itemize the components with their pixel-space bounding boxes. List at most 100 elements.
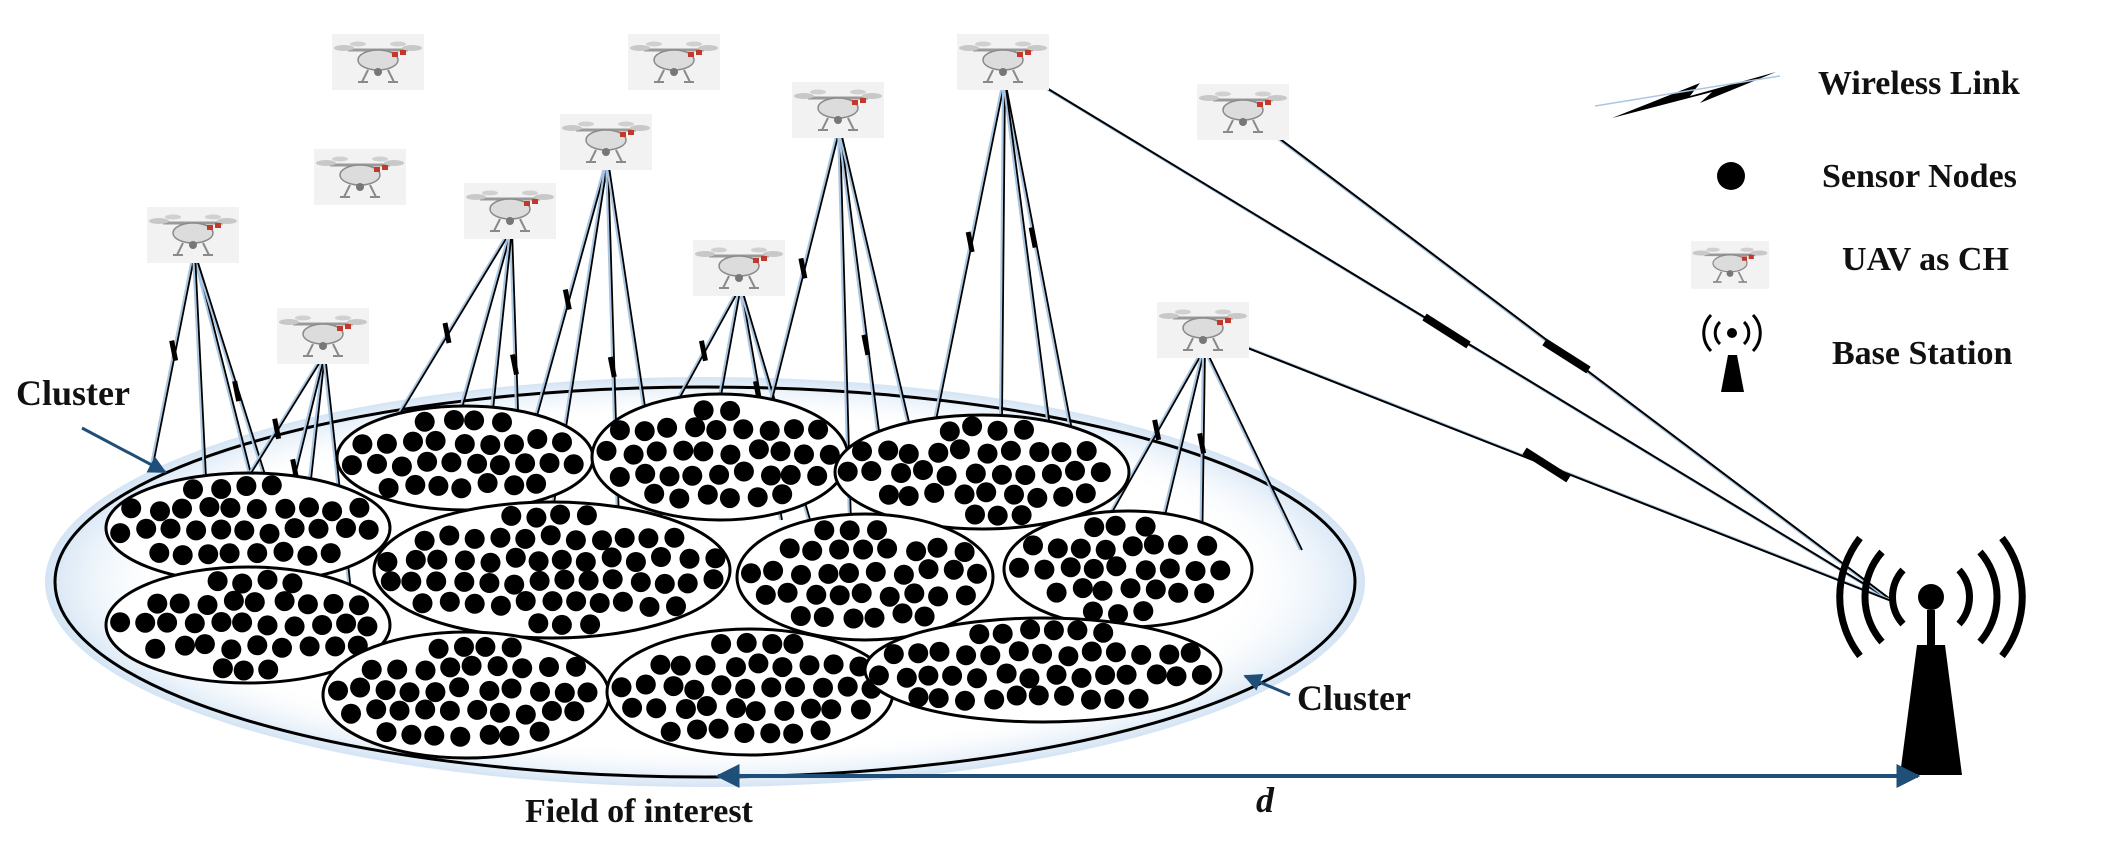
sensor-node bbox=[772, 484, 793, 505]
sensor-node bbox=[475, 636, 496, 657]
sensor-node bbox=[646, 698, 667, 719]
sensor-node bbox=[829, 539, 850, 560]
sensor-node bbox=[843, 608, 864, 629]
sensor-node bbox=[284, 616, 305, 637]
sensor-node bbox=[996, 663, 1017, 684]
clusters-layer bbox=[104, 392, 1254, 760]
cluster-pointer-right bbox=[1243, 674, 1291, 697]
sensor-node bbox=[852, 441, 872, 462]
sensor-node bbox=[783, 633, 804, 654]
sensor-node bbox=[735, 678, 756, 699]
sensor-node bbox=[367, 453, 387, 474]
sensor-node bbox=[726, 698, 747, 718]
sensor-node bbox=[635, 463, 656, 484]
sensor-node bbox=[232, 573, 253, 594]
sensor-node bbox=[696, 696, 717, 716]
sensor-node bbox=[1081, 641, 1102, 662]
sensor-node bbox=[904, 583, 925, 604]
sensor-node bbox=[1095, 665, 1116, 685]
sensor-node bbox=[490, 595, 511, 616]
uav-node-link bbox=[999, 79, 1004, 421]
sensor-node bbox=[763, 560, 784, 581]
sensor-node bbox=[1128, 688, 1149, 709]
sensor-node bbox=[891, 463, 912, 483]
sensor-node bbox=[898, 443, 919, 464]
sensor-node bbox=[233, 660, 254, 681]
sensor-node bbox=[299, 636, 320, 657]
sensor-node bbox=[541, 700, 562, 721]
sensor-node bbox=[417, 451, 438, 472]
sensor-node bbox=[736, 632, 757, 653]
sensor-node bbox=[426, 571, 447, 592]
sensor-node bbox=[819, 444, 840, 465]
sensor-node bbox=[829, 585, 850, 606]
sensor-node bbox=[211, 519, 232, 540]
sensor-node bbox=[444, 410, 464, 430]
sensor-node bbox=[770, 441, 791, 462]
sensor-node bbox=[512, 658, 533, 679]
sensor-node bbox=[682, 465, 703, 486]
sensor-node bbox=[1084, 517, 1105, 538]
sensor-node bbox=[375, 680, 396, 701]
sensor-node bbox=[219, 543, 240, 564]
cluster bbox=[735, 512, 995, 642]
sensor-node bbox=[501, 505, 522, 526]
sensor-node bbox=[1122, 536, 1143, 557]
sensor-node bbox=[504, 475, 525, 496]
sensor-node bbox=[566, 656, 586, 677]
sensor-node bbox=[325, 636, 346, 657]
sensor-node bbox=[1014, 419, 1034, 440]
sensor-node bbox=[479, 573, 500, 593]
sensor-node bbox=[439, 591, 460, 612]
sensor-node bbox=[785, 677, 805, 698]
sensor-node bbox=[759, 420, 780, 441]
sensor-node bbox=[273, 541, 294, 562]
sensor-node bbox=[1146, 664, 1167, 685]
sensor-node bbox=[821, 699, 842, 720]
sensor-node bbox=[352, 434, 373, 455]
sensor-node bbox=[663, 676, 684, 697]
sensor-node bbox=[247, 543, 268, 564]
sensor-node bbox=[246, 499, 267, 519]
sensor-node bbox=[1011, 505, 1032, 526]
sensor-node bbox=[1047, 538, 1068, 559]
cluster bbox=[321, 630, 611, 760]
sensor-node bbox=[341, 703, 361, 724]
sensor-node bbox=[515, 528, 536, 549]
sensor-node bbox=[529, 721, 550, 742]
sensor-node bbox=[669, 488, 690, 509]
sensor-node bbox=[312, 615, 333, 635]
sensor-node bbox=[801, 698, 821, 719]
sensor-node bbox=[211, 479, 232, 499]
sensor-node bbox=[1070, 538, 1091, 559]
sensor-node bbox=[949, 439, 970, 460]
sensor-node bbox=[1197, 535, 1218, 556]
link-bolt bbox=[442, 322, 452, 344]
sensor-node bbox=[644, 483, 665, 504]
sensor-node bbox=[186, 520, 207, 541]
sensor-node bbox=[711, 634, 732, 654]
sensor-node bbox=[1020, 619, 1041, 640]
sensor-node bbox=[490, 527, 511, 548]
sensor-node bbox=[839, 520, 860, 541]
sensor-node bbox=[936, 465, 957, 486]
sensor-node bbox=[401, 724, 422, 745]
sensor-node bbox=[747, 487, 768, 508]
sensor-node bbox=[850, 699, 871, 720]
sensor-node bbox=[479, 680, 500, 701]
sensor-node bbox=[427, 549, 448, 570]
uav-node-link bbox=[192, 252, 251, 479]
sensor-node bbox=[401, 571, 422, 592]
distance-label: d bbox=[1256, 780, 1275, 820]
sensor-node bbox=[349, 595, 369, 616]
sensor-node bbox=[733, 461, 754, 482]
sensor-node bbox=[976, 482, 997, 503]
sensor-node bbox=[650, 654, 671, 675]
sensor-node bbox=[892, 603, 913, 624]
sensor-node bbox=[1093, 622, 1114, 643]
quadcopter-drone-icon bbox=[462, 181, 558, 241]
sensor-node bbox=[554, 682, 575, 703]
sensor-node bbox=[695, 655, 716, 676]
uav-layer bbox=[145, 32, 1291, 366]
sensor-node bbox=[779, 538, 800, 559]
